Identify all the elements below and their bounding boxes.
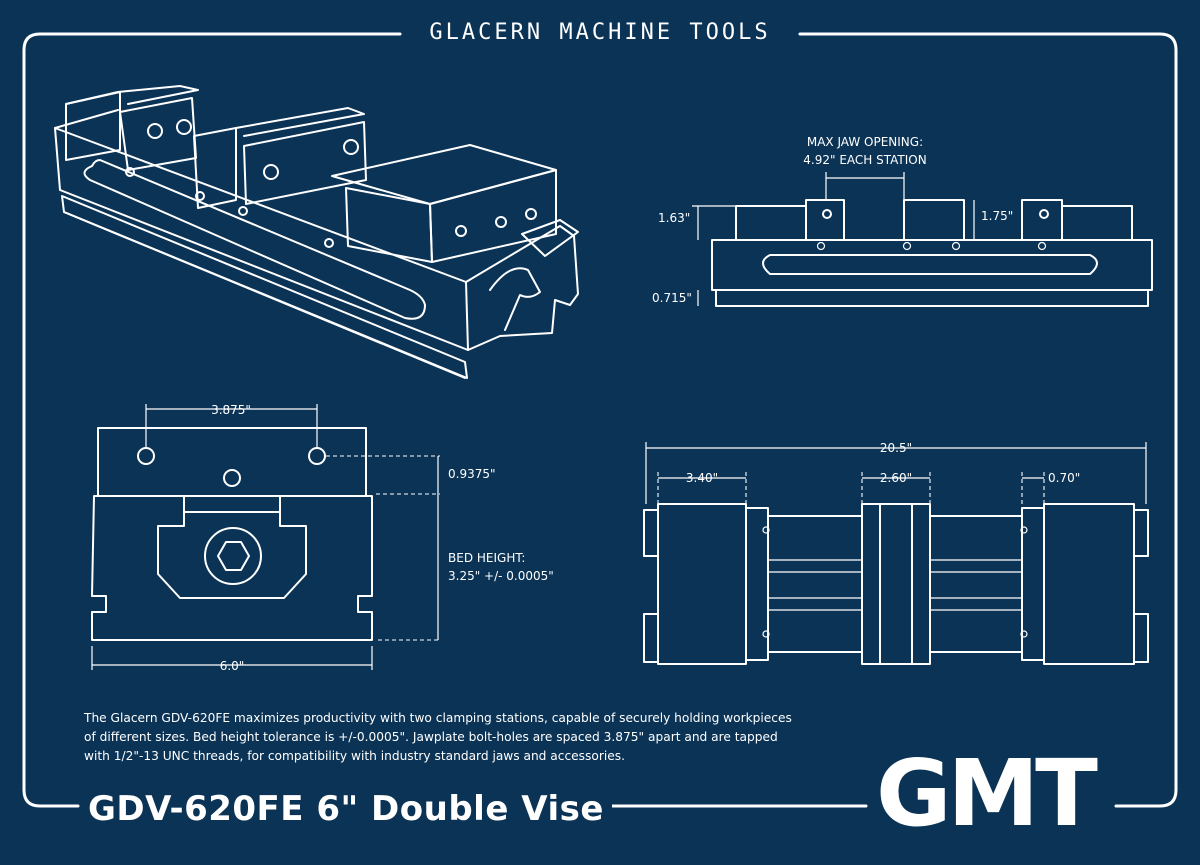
jaw-opening-callout-line2: 4.92" EACH STATION (803, 153, 926, 167)
dim-jaw-height: 1.63" (658, 211, 690, 225)
dim-center-jaw-height: 1.75" (981, 209, 1013, 223)
brand-title: GLACERN MACHINE TOOLS (415, 20, 785, 45)
plan-view-drawing (643, 442, 1149, 665)
dim-center-jaw-width: 2.60" (880, 471, 912, 485)
dim-top-plate: 0.9375" (448, 467, 496, 481)
bed-height-value: 3.25" +/- 0.0005" (448, 569, 554, 583)
product-description: The Glacern GDV-620FE maximizes producti… (84, 711, 792, 763)
gmt-logo: GMT (868, 748, 1102, 840)
dim-bolt-spacing: 3.875" (211, 403, 251, 417)
dim-right-jaw-width: 0.70" (1048, 471, 1080, 485)
isometric-vise-drawing (54, 85, 579, 379)
side-view-drawing (692, 172, 1153, 307)
dim-width: 6.0" (220, 659, 245, 673)
bed-height-label: BED HEIGHT: (448, 551, 525, 565)
header-title-wrap: GLACERN MACHINE TOOLS (0, 20, 1200, 45)
product-title: GDV-620FE 6" Double Vise (80, 789, 612, 829)
dim-base-height: 0.715" (652, 291, 692, 305)
dim-overall-length: 20.5" (880, 441, 912, 455)
jaw-opening-callout-line1: MAX JAW OPENING: (807, 135, 923, 149)
dim-left-jaw-width: 3.40" (686, 471, 718, 485)
end-view-drawing (91, 404, 440, 670)
blueprint-frame (22, 32, 1178, 808)
